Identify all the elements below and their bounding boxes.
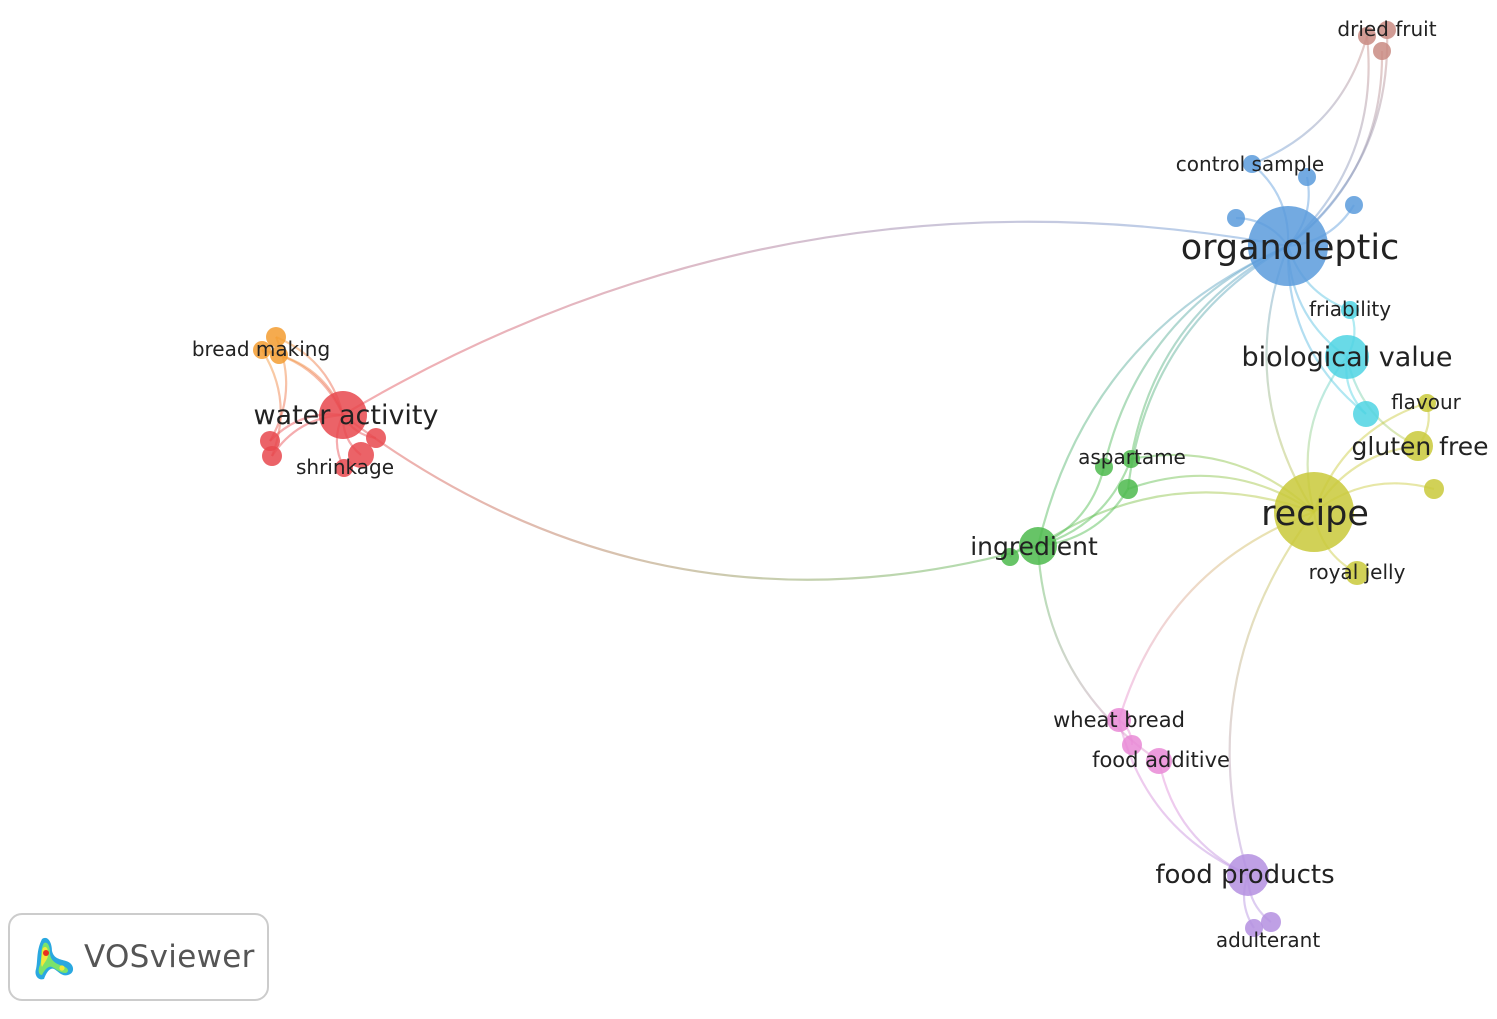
node-purple-a[interactable] bbox=[1261, 912, 1281, 932]
node-dried-fruit[interactable] bbox=[1358, 27, 1376, 45]
node-label-ingredient: ingredient bbox=[970, 532, 1098, 561]
node-brown-a[interactable] bbox=[1378, 21, 1396, 39]
node-flavour[interactable] bbox=[1418, 394, 1436, 412]
link-recipe-food-products bbox=[1228, 511, 1315, 876]
node-label-friability: friability bbox=[1309, 297, 1391, 321]
node-pink-a[interactable] bbox=[1122, 735, 1142, 755]
node-label-recipe: recipe bbox=[1261, 494, 1369, 534]
node-shrinkage[interactable] bbox=[335, 459, 353, 477]
node-label-aspartame: aspartame bbox=[1078, 445, 1186, 469]
node-organoleptic[interactable] bbox=[1248, 206, 1328, 286]
node-gluten-free[interactable] bbox=[1403, 431, 1433, 461]
node-green-a[interactable] bbox=[1095, 458, 1113, 476]
node-label-food-products: food products bbox=[1155, 860, 1334, 890]
link-water-activity-ingredient bbox=[342, 414, 1039, 581]
node-bread-making[interactable] bbox=[266, 327, 286, 347]
node-layer bbox=[253, 21, 1444, 937]
node-water-activity[interactable] bbox=[319, 391, 367, 439]
node-label-adulterant: adulterant bbox=[1216, 928, 1320, 952]
node-label-control-sample: control sample bbox=[1176, 152, 1324, 176]
node-yellow-a[interactable] bbox=[1424, 479, 1444, 499]
node-cyan-a[interactable] bbox=[1353, 401, 1379, 427]
node-label-shrinkage: shrinkage bbox=[296, 455, 394, 479]
node-royal-jelly[interactable] bbox=[1345, 561, 1369, 585]
node-label-organoleptic: organoleptic bbox=[1181, 228, 1400, 268]
node-food-products[interactable] bbox=[1227, 854, 1269, 896]
vosviewer-logo: VOSviewer bbox=[8, 913, 269, 1001]
node-label-food-additive: food additive bbox=[1092, 748, 1230, 772]
link-organoleptic-green-b bbox=[1126, 245, 1289, 490]
node-label-bread-making: bread making bbox=[192, 337, 330, 361]
link-recipe-wheat-bread bbox=[1117, 510, 1315, 721]
node-blue-a[interactable] bbox=[1298, 168, 1316, 186]
node-red-c[interactable] bbox=[366, 428, 386, 448]
node-red-b[interactable] bbox=[262, 446, 282, 466]
node-recipe[interactable] bbox=[1274, 472, 1354, 552]
node-green-c[interactable] bbox=[1001, 548, 1019, 566]
node-red-d[interactable] bbox=[348, 442, 374, 468]
node-green-b[interactable] bbox=[1118, 479, 1138, 499]
node-adulterant[interactable] bbox=[1245, 919, 1263, 937]
node-ingredient[interactable] bbox=[1019, 527, 1057, 565]
node-orange-a[interactable] bbox=[253, 341, 271, 359]
link-organoleptic-ingredient bbox=[1036, 244, 1289, 547]
node-label-water-activity: water activity bbox=[253, 400, 438, 431]
node-label-wheat-bread: wheat bread bbox=[1053, 708, 1185, 732]
node-blue-c[interactable] bbox=[1345, 196, 1363, 214]
node-brown-b[interactable] bbox=[1373, 42, 1391, 60]
node-control-sample[interactable] bbox=[1243, 155, 1261, 173]
label-layer: organoleptic control sample dried fruit fri… bbox=[192, 17, 1489, 952]
link-organoleptic-water-activity bbox=[342, 220, 1289, 416]
node-label-dried-fruit: dried fruit bbox=[1337, 17, 1436, 41]
node-biological-value[interactable] bbox=[1325, 335, 1369, 379]
node-blue-b[interactable] bbox=[1227, 209, 1245, 227]
link-control-sample-dried-fruit bbox=[1251, 35, 1369, 166]
node-label-biological-value: biological value bbox=[1241, 342, 1452, 373]
node-label-gluten-free: gluten free bbox=[1352, 432, 1489, 461]
node-label-flavour: flavour bbox=[1391, 390, 1462, 414]
node-aspartame[interactable] bbox=[1122, 450, 1140, 468]
logo-text: VOSviewer bbox=[84, 939, 255, 975]
vosviewer-logo-icon bbox=[35, 937, 74, 980]
node-wheat-bread[interactable] bbox=[1107, 708, 1131, 732]
node-label-royal-jelly: royal jelly bbox=[1309, 560, 1406, 584]
node-friability[interactable] bbox=[1341, 301, 1359, 319]
link-organoleptic-green-a bbox=[1102, 244, 1289, 468]
node-food-additive[interactable] bbox=[1146, 748, 1172, 774]
node-orange-b[interactable] bbox=[270, 346, 288, 364]
node-red-a[interactable] bbox=[260, 431, 280, 451]
